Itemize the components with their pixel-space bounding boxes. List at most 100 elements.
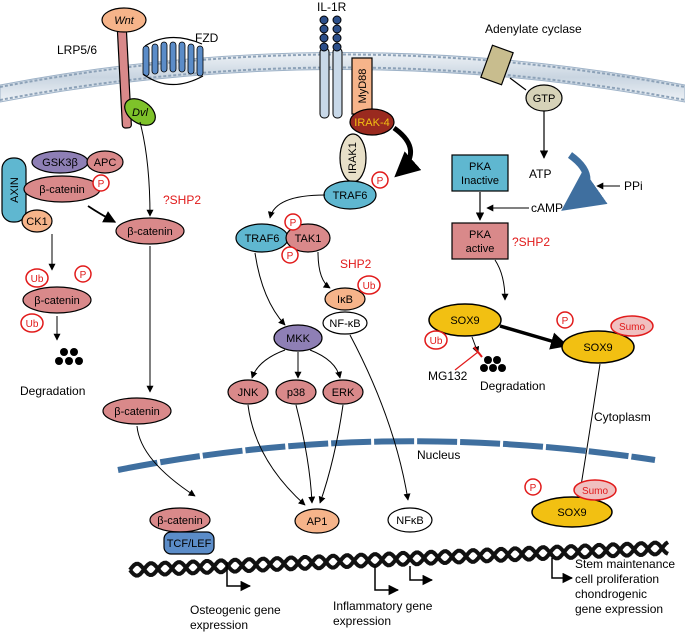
ub-label: Ub (26, 319, 39, 330)
il1r-label: IL-1R (317, 0, 347, 14)
ikb-protein (324, 287, 366, 311)
phospho-tag (524, 478, 542, 496)
pka-active-label-2: active (466, 243, 495, 255)
irak4-protein (349, 108, 395, 136)
phospho-tag (74, 265, 92, 283)
dvl-label: Dvl (132, 107, 148, 119)
gsk-label: GSK3β (42, 157, 78, 169)
cytoplasm-label: Cytoplasm (594, 410, 651, 424)
phospho-label: P (80, 270, 87, 281)
sox9-degradation-dots (480, 356, 506, 372)
phospho-tag (371, 171, 389, 189)
dna-strand (128, 540, 670, 578)
phospho-label: P (98, 179, 105, 190)
lrp-label: LRP5/6 (57, 43, 97, 57)
phospho-label: P (290, 218, 297, 229)
sumo-tag (573, 479, 617, 501)
fzd-label: FZD (195, 31, 219, 45)
nuclear-membrane (117, 438, 656, 473)
apc-protein (86, 150, 124, 174)
bcat-free (115, 217, 185, 245)
sox9-protein-b (561, 330, 635, 364)
phospho-tag (92, 174, 110, 192)
phospho-tag (284, 213, 302, 231)
nfkb-nuclear (387, 507, 433, 533)
pka-degradation-label: Degradation (480, 379, 545, 393)
ap1-protein (294, 508, 340, 534)
irak-curved-arrow (392, 125, 422, 178)
adenylate-cyclase (480, 44, 514, 86)
mg132-label: MG132 (428, 369, 468, 383)
bcat-mid (102, 397, 172, 425)
sumo-tag (610, 315, 654, 337)
sox9-nuclear-label: SOX9 (557, 507, 586, 519)
ppi-label: PPi (624, 179, 643, 193)
gtp-label: GTP (533, 93, 556, 105)
nfkb-nuclear-label: NFκB (396, 515, 424, 527)
bcat-ub (22, 286, 92, 314)
osteogenic-label-2: expression (190, 618, 248, 632)
bcat-mid-label: β-catenin (114, 406, 159, 418)
sumo-label: Sumo (582, 486, 609, 497)
dvl-protein (124, 98, 156, 126)
nucleus-label: Nucleus (417, 448, 460, 462)
pka-inactive-label-2: Inactive (461, 175, 499, 187)
wnt-degradation-label: Degradation (20, 384, 85, 398)
ub-label: Ub (31, 274, 44, 285)
pka-active (451, 222, 509, 260)
fzd-receptor (142, 36, 204, 86)
stem-gene-label-4: gene expression (575, 602, 663, 616)
phospho-label: P (377, 176, 384, 187)
phospho-tag (281, 246, 299, 264)
inflammatory-label: Inflammatory gene (333, 599, 433, 613)
traf6-a-label: TRAF6 (333, 190, 368, 202)
ub-tag (424, 330, 448, 350)
il1r-receptor (319, 15, 343, 119)
tak1-protein (285, 223, 331, 253)
erk-label: ERK (332, 387, 355, 399)
sox9-b-label: SOX9 (583, 342, 612, 354)
mkk-protein (273, 324, 323, 352)
phospho-label: P (530, 483, 537, 494)
sox9-protein-a (428, 303, 502, 337)
apc-label: APC (94, 157, 117, 169)
stem-gene-label-3: chondrogenic (575, 587, 647, 601)
pka-inactive (451, 154, 509, 192)
ap1-label: AP1 (307, 516, 328, 528)
osteogenic-label: Osteogenic gene (190, 603, 281, 617)
nfkb-protein (322, 311, 368, 335)
wnt-ligand (101, 7, 147, 33)
tcf-label: TCF/LEF (167, 538, 212, 550)
irak1-label: IRAK1 (347, 142, 359, 174)
bcat-ub-label: β-catenin (34, 295, 79, 307)
ppi-curve (561, 152, 608, 211)
erk-protein (322, 379, 364, 405)
jnk-protein (227, 379, 269, 405)
ck1-label: CK1 (26, 216, 47, 228)
ac-label: Adenylate cyclase (485, 22, 582, 36)
pka-inactive-label-1: PKA (469, 161, 492, 173)
nfkb-label: NF-κB (329, 318, 360, 330)
bcat-free-label: β-catenin (127, 226, 172, 238)
atp-label: ATP (529, 167, 551, 181)
myd88-label: MyD88 (357, 69, 369, 104)
bcat-complex-label: β-catenin (39, 184, 84, 196)
il1-shp2-label: SHP2 (340, 257, 372, 271)
axin-label: AXIN (9, 177, 21, 203)
ck1-protein (21, 209, 53, 233)
tcf-protein (163, 531, 215, 555)
inflammatory-label-2: expression (333, 614, 391, 628)
phospho-label: P (562, 316, 569, 327)
ub-tag (357, 275, 381, 295)
p38-protein (275, 379, 317, 405)
bcat-nuclear-label: β-catenin (157, 515, 202, 527)
wnt-shp2-label: ?SHP2 (163, 193, 201, 207)
ub-label: Ub (363, 281, 376, 292)
mkk-label: MKK (286, 333, 311, 345)
stem-gene-label-1: Stem maintenance (575, 557, 675, 571)
ub-tag (20, 313, 44, 333)
phospho-tag (556, 311, 574, 329)
degradation-dots (55, 348, 83, 365)
